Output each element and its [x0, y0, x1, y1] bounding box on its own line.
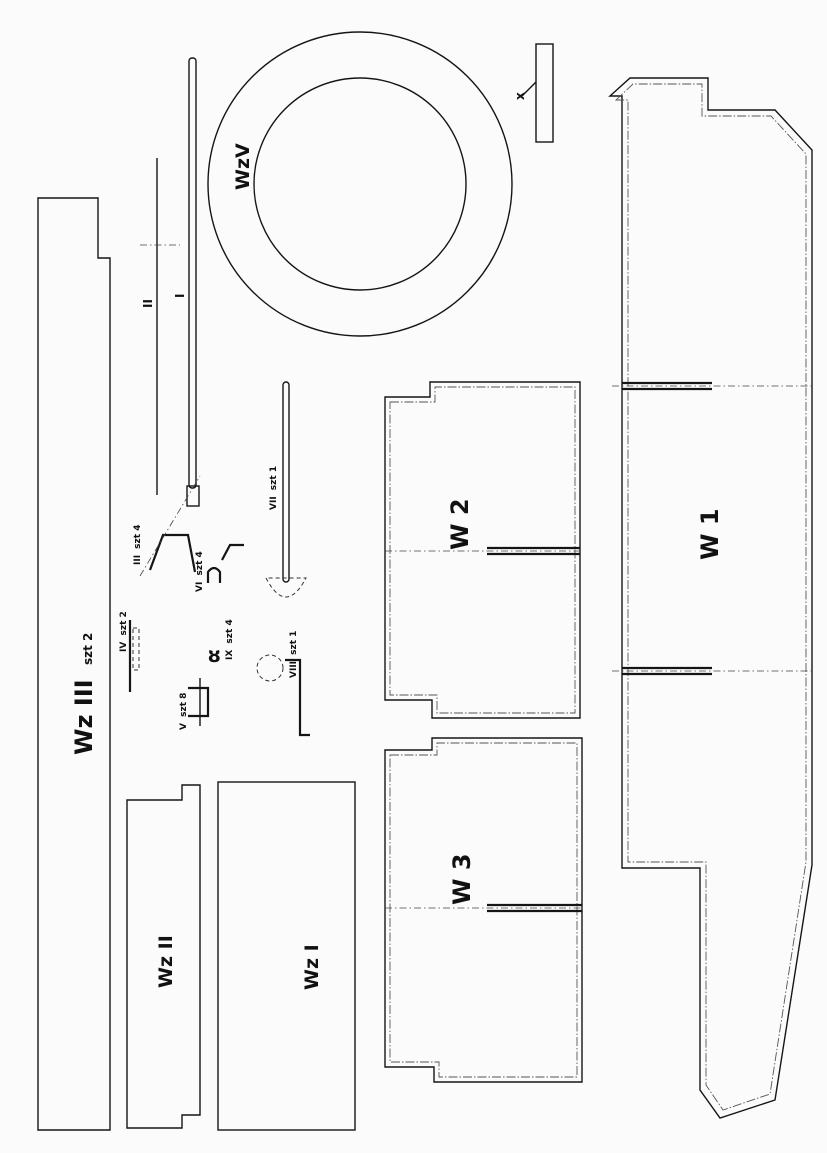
qty-part-8: szt 1	[289, 631, 299, 655]
part-rod-1: I	[173, 57, 200, 507]
label-wz1: Wz I	[301, 944, 323, 990]
part-w2: W 2	[384, 381, 581, 719]
qty-part-5: szt 8	[179, 693, 189, 717]
part-3: III szt 4	[133, 475, 201, 577]
qty-part-3: szt 4	[133, 525, 143, 549]
label-x: x	[513, 92, 527, 100]
svg-text:VIII szt 1: VIII szt 1	[289, 631, 299, 678]
label-rod-2: II	[141, 299, 155, 308]
part-7-spatula: VII szt 1	[265, 381, 307, 598]
part-w3: W 3	[384, 737, 583, 1083]
part-wz3: Wz III szt 2	[37, 197, 111, 1131]
label-rod-1: I	[173, 294, 187, 298]
qty-part-6: szt 4	[195, 551, 205, 575]
part-4: IV szt 2	[119, 611, 140, 692]
label-wz3: Wz III	[70, 679, 98, 755]
label-part-8: VIII	[289, 661, 299, 678]
label-w1: W 1	[696, 508, 724, 560]
label-w3: W 3	[448, 853, 476, 905]
part-x: x	[513, 43, 554, 143]
label-wz5: WzV	[232, 143, 254, 190]
qty-part-9: szt 4	[225, 619, 235, 643]
label-part-6: VI	[195, 582, 205, 592]
part-5: V szt 8	[179, 678, 210, 730]
label-part-4: IV	[119, 642, 129, 652]
label-part-3: III	[133, 555, 143, 565]
qty-part-7: szt 1	[269, 466, 279, 490]
svg-text:V szt 8: V szt 8	[179, 693, 189, 730]
label-part-5: V	[179, 723, 189, 730]
part-w1: W 1	[608, 77, 813, 1119]
part-rod-2: II	[140, 158, 180, 495]
svg-text:Wz III szt 2: Wz III szt 2	[70, 633, 98, 755]
svg-text:III szt 4: III szt 4	[133, 525, 143, 565]
svg-text:IV szt 2: IV szt 2	[119, 611, 129, 652]
part-9: ȣ IX szt 4	[208, 619, 235, 667]
part-wz1: Wz I	[217, 781, 356, 1131]
part-wz5-ring: WzV	[207, 31, 513, 337]
qty-wz3: szt 2	[81, 633, 95, 665]
part-wz2: Wz II	[126, 784, 201, 1129]
part-6: VI szt 4	[195, 543, 244, 592]
svg-text:VI szt 4: VI szt 4	[195, 551, 205, 592]
svg-text:IX szt 4: IX szt 4	[225, 619, 235, 660]
qty-part-4: szt 2	[119, 611, 129, 635]
svg-text:VII szt 1: VII szt 1	[269, 466, 279, 510]
label-w2: W 2	[446, 498, 474, 550]
label-part-7: VII	[269, 496, 279, 510]
part-8: VIII szt 1	[256, 631, 310, 737]
ring-bolt-glyph: ȣ	[208, 645, 221, 667]
label-part-9: IX	[225, 650, 235, 660]
label-wz2: Wz II	[155, 935, 177, 988]
